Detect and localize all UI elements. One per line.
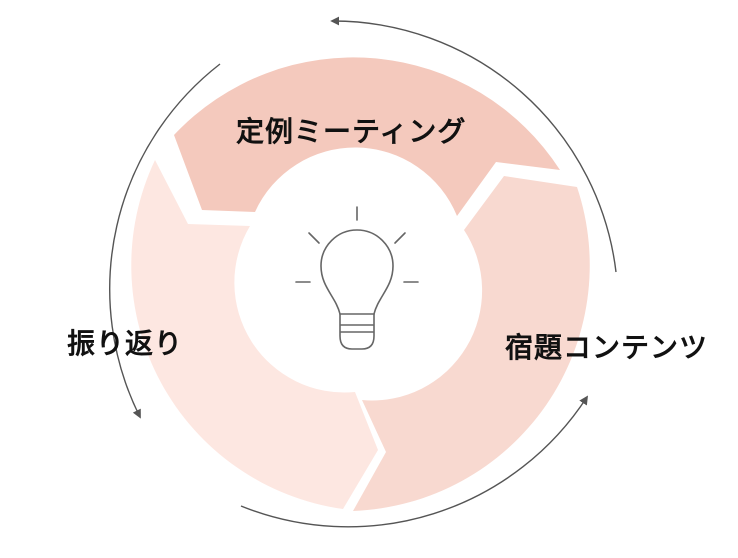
- cycle-arrow-top: [330, 16, 617, 273]
- cycle-arrow-bottom: [240, 395, 588, 528]
- lightbulb-icon: [295, 206, 419, 350]
- label-reflection: 振り返り: [67, 327, 184, 360]
- label-homework-content: 宿題コンテンツ: [505, 331, 709, 364]
- segment-reflection: [131, 160, 378, 509]
- segment-meeting: [174, 57, 560, 216]
- cycle-arrow-left: [109, 63, 221, 419]
- segment-homework: [353, 176, 590, 511]
- label-meeting: 定例ミーティング: [236, 115, 467, 148]
